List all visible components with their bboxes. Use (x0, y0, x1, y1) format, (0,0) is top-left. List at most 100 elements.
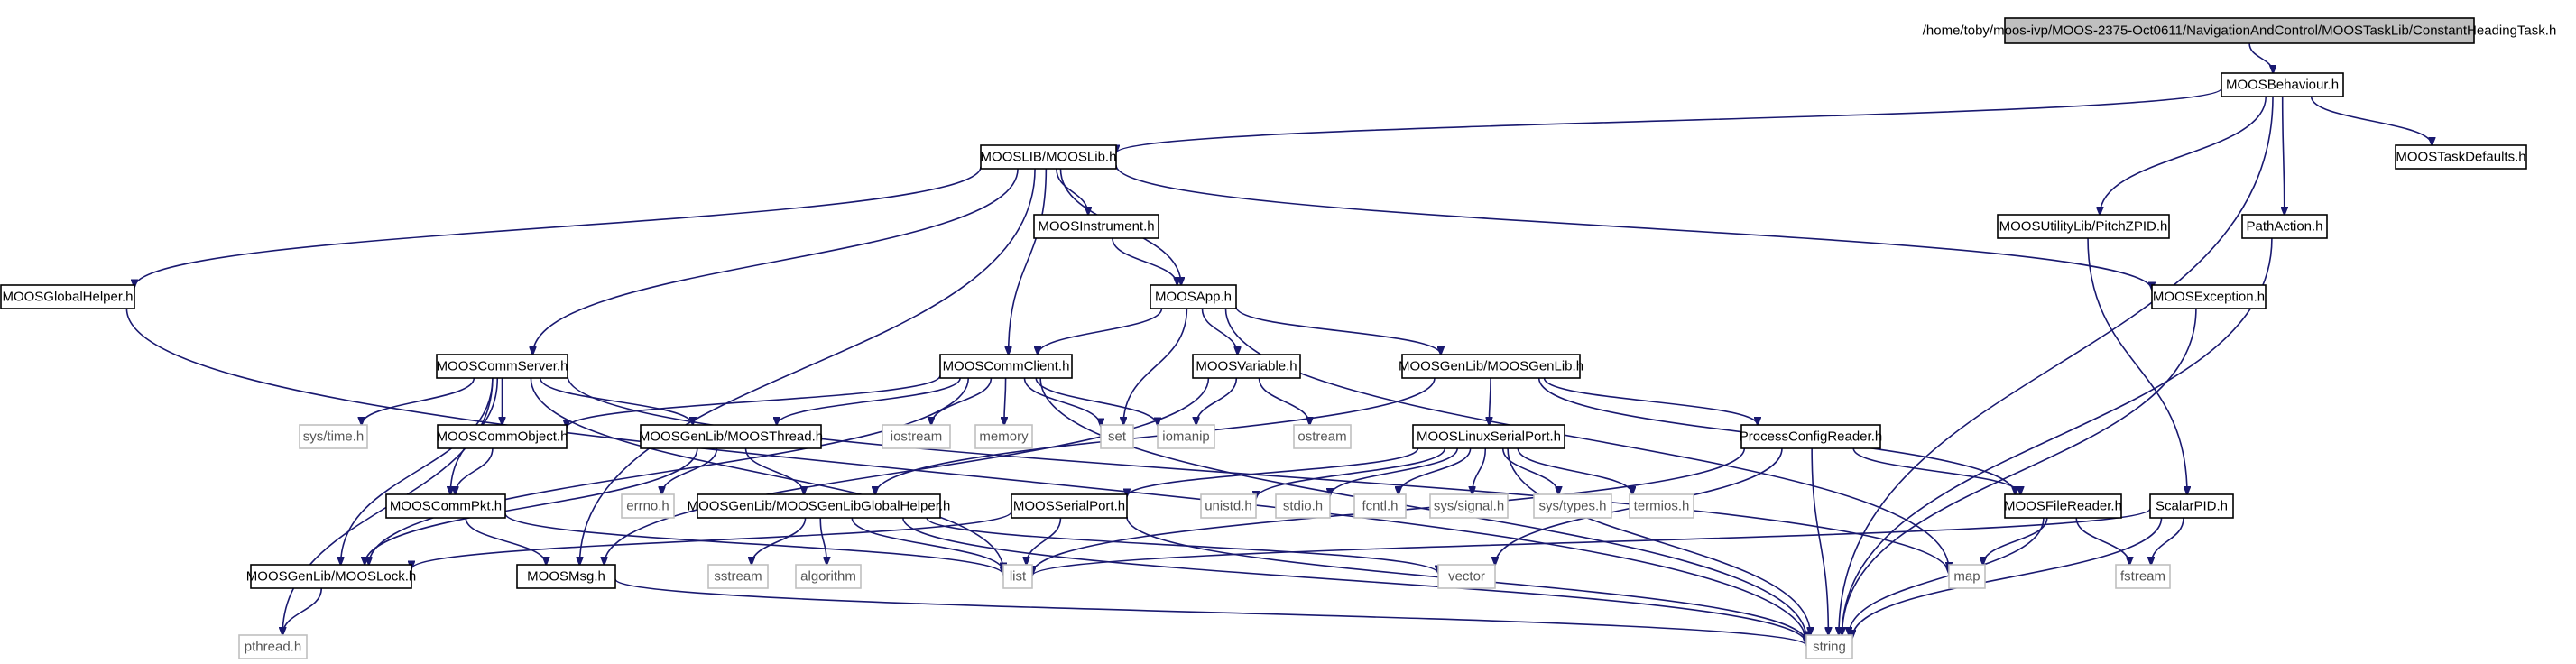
node-systypes-box (1533, 493, 1612, 519)
node-sstream-box (707, 564, 769, 589)
node-commserver-label: MOOSCommServer.h (437, 359, 568, 374)
node-thread-label: MOOSGenLib/MOOSThread.h (639, 429, 823, 445)
edge-serialport-to-list (1027, 517, 1062, 565)
node-genlib-box (1401, 354, 1581, 379)
node-fstream-label: fstream (2120, 569, 2165, 585)
edge-genlibglobal-to-string (902, 517, 1806, 643)
node-ostream-label: ostream (1297, 429, 1346, 445)
node-instrument[interactable]: MOOSInstrument.h (1033, 214, 1159, 239)
node-systime-box (299, 424, 368, 449)
node-termios: termios.h (1629, 493, 1694, 519)
node-set-box (1100, 424, 1134, 449)
node-sstream: sstream (707, 564, 769, 589)
node-genlibglobal-label: MOOSGenLib/MOOSGenLibGlobalHelper.h (688, 499, 951, 514)
node-iomanip-label: iomanip (1162, 429, 1210, 445)
node-sstream-label: sstream (714, 569, 762, 585)
node-unistd: unistd.h (1200, 493, 1257, 519)
node-linuxserial-box (1412, 424, 1565, 449)
edge-linuxserial-to-string (1507, 447, 1810, 635)
node-behaviour-box (2221, 72, 2344, 97)
node-configreader[interactable]: ProcessConfigReader.h (1740, 424, 1882, 449)
node-pathaction[interactable]: PathAction.h (2241, 214, 2328, 239)
node-filereader[interactable]: MOOSFileReader.h (2004, 493, 2122, 519)
node-commpkt-box (385, 493, 506, 519)
node-app[interactable]: MOOSApp.h (1150, 284, 1237, 309)
node-set-label: set (1108, 429, 1127, 445)
node-string-box (1805, 634, 1853, 659)
node-commclient[interactable]: MOOSCommClient.h (939, 354, 1073, 379)
node-genlib-label: MOOSGenLib/MOOSGenLib.h (1399, 359, 1583, 374)
node-commserver[interactable]: MOOSCommServer.h (436, 354, 568, 379)
node-serialport[interactable]: MOOSSerialPort.h (1011, 493, 1128, 519)
node-msg-label: MOOSMsg.h (527, 569, 605, 585)
edge-globalhelper-to-string (125, 308, 1806, 642)
edge-thread-to-genlibglobal (744, 447, 804, 494)
node-iomanip: iomanip (1157, 424, 1215, 449)
node-genlib[interactable]: MOOSGenLib/MOOSGenLib.h (1399, 354, 1583, 379)
node-commobject[interactable]: MOOSCommObject.h (437, 424, 568, 449)
node-lock[interactable]: MOOSGenLib/MOOSLock.h (246, 564, 416, 589)
edge-linuxserial-to-serialport (1127, 447, 1419, 496)
node-systypes: sys/types.h (1533, 493, 1612, 519)
edge-thread-to-errno (662, 447, 718, 494)
node-variable[interactable]: MOOSVariable.h (1192, 354, 1301, 379)
edge-commserver-to-lock (341, 377, 494, 565)
node-app-box (1150, 284, 1237, 309)
node-variable-box (1192, 354, 1301, 379)
node-root[interactable]: /home/toby/moos-ivp/MOOS-2375-Oct0611/Na… (1923, 17, 2557, 44)
node-termios-label: termios.h (1634, 499, 1690, 514)
edge-pathaction-to-string (1842, 237, 2273, 635)
node-algorithm-label: algorithm (800, 569, 856, 585)
edge-genlib-to-genlibglobal (875, 377, 1436, 494)
node-commobject-box (437, 424, 568, 449)
node-commobject-label: MOOSCommObject.h (437, 429, 568, 445)
node-behaviour[interactable]: MOOSBehaviour.h (2221, 72, 2344, 97)
edge-genlibglobal-to-algorithm (819, 517, 826, 565)
edge-commclient-to-memory (1004, 377, 1006, 425)
node-memory-label: memory (979, 429, 1029, 445)
node-taskdefaults[interactable]: MOOSTaskDefaults.h (2395, 144, 2527, 170)
node-pthread-label: pthread.h (245, 640, 301, 655)
node-exception[interactable]: MOOSException.h (2151, 284, 2267, 309)
node-pitchzpid[interactable]: MOOSUtilityLib/PitchZPID.h (1997, 214, 2170, 239)
edge-variable-to-msg (605, 377, 1210, 565)
node-commpkt[interactable]: MOOSCommPkt.h (385, 493, 506, 519)
edge-variable-to-ostream (1258, 377, 1310, 425)
edge-filereader-to-fstream (2075, 517, 2129, 565)
node-commclient-label: MOOSCommClient.h (943, 359, 1070, 374)
edge-filereader-to-string (1849, 517, 2045, 635)
node-serialport-label: MOOSSerialPort.h (1013, 499, 1125, 514)
node-scalarpid[interactable]: ScalarPID.h (2149, 493, 2234, 519)
node-instrument-label: MOOSInstrument.h (1038, 219, 1154, 235)
node-thread[interactable]: MOOSGenLib/MOOSThread.h (639, 424, 823, 449)
edge-commclient-to-set (1023, 377, 1102, 427)
node-globalhelper[interactable]: MOOSGlobalHelper.h (0, 284, 135, 309)
edge-pitchzpid-to-scalarpid (2087, 237, 2187, 494)
edge-commserver-to-map (567, 375, 1949, 574)
node-unistd-box (1200, 493, 1257, 519)
edge-commserver-to-thread (539, 377, 693, 425)
node-linuxserial[interactable]: MOOSLinuxSerialPort.h (1412, 424, 1565, 449)
dependency-edges (125, 42, 2432, 646)
node-configreader-box (1740, 424, 1881, 449)
edge-scalarpid-to-list (1032, 508, 2151, 576)
node-commserver-box (436, 354, 568, 379)
edge-mooslib-to-commclient (1009, 168, 1048, 355)
node-map-label: map (1953, 569, 1980, 585)
node-filereader-label: MOOSFileReader.h (2004, 499, 2122, 514)
node-genlibglobal[interactable]: MOOSGenLib/MOOSGenLibGlobalHelper.h (688, 493, 951, 519)
header-nodes: /home/toby/moos-ivp/MOOS-2375-Oct0611/Na… (0, 17, 2557, 659)
node-variable-label: MOOSVariable.h (1196, 359, 1297, 374)
edge-mooslib-to-msg (579, 168, 1036, 565)
node-msg[interactable]: MOOSMsg.h (516, 564, 616, 589)
node-serialport-box (1011, 493, 1128, 519)
node-scalarpid-box (2149, 493, 2234, 519)
node-iostream-label: iostream (891, 429, 943, 445)
edge-commpkt-to-msg (465, 517, 546, 565)
edge-root-to-behaviour (2248, 42, 2273, 73)
edge-linuxserial-to-unistd (1256, 447, 1446, 499)
node-mooslib[interactable]: MOOSLIB/MOOSLib.h (980, 144, 1117, 170)
node-pthread-box (238, 634, 308, 659)
node-pathaction-box (2241, 214, 2328, 239)
